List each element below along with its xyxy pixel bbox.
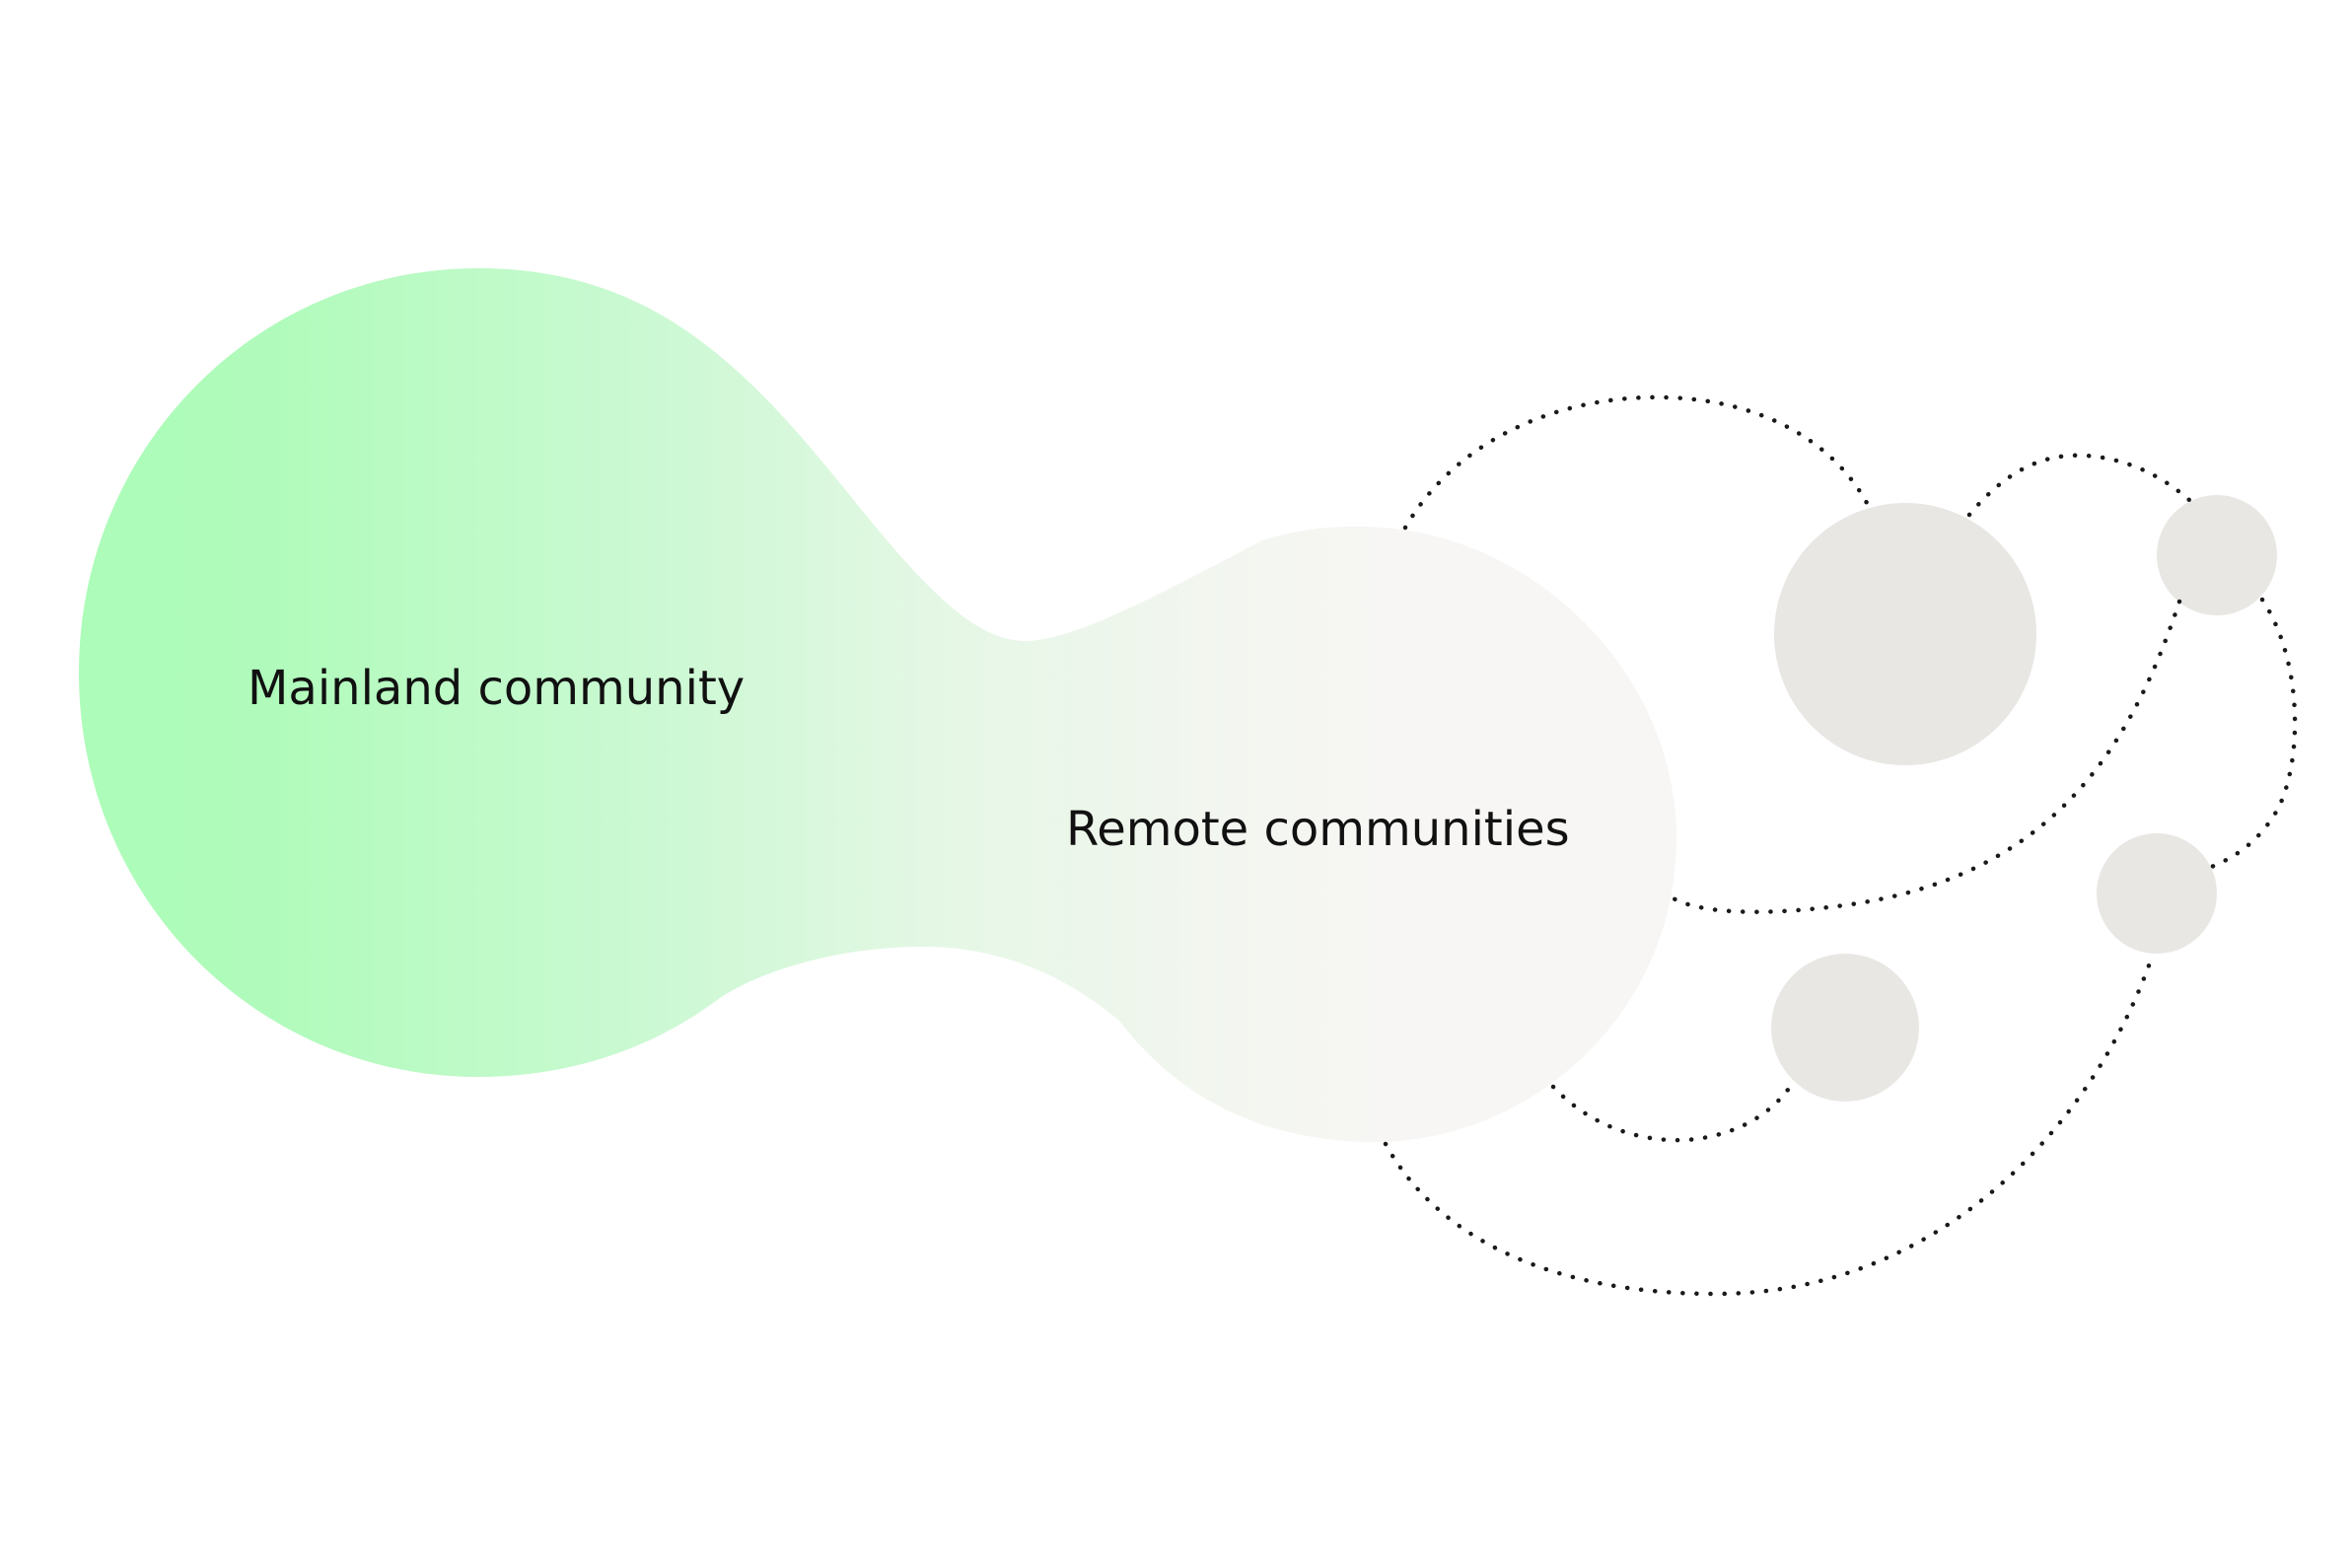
satellite-node-right	[2097, 833, 2217, 954]
remote-communities-label: Remote communities	[1066, 802, 1570, 857]
link-remote-to-large-satellite	[1402, 394, 1870, 531]
link-remote-to-lower-satellite	[1550, 1080, 1796, 1143]
community-blob	[79, 268, 1676, 1142]
satellite-node-large	[1774, 503, 2036, 765]
mainland-community-label: Mainland community	[248, 661, 745, 716]
link-remote-to-right-satellite	[1383, 952, 2156, 1297]
link-top-right-to-right-satellite	[2206, 597, 2298, 871]
satellite-node-top-right	[2157, 495, 2277, 615]
satellite-node-lower	[1771, 954, 1919, 1102]
link-large-to-top-right-satellite	[1966, 453, 2192, 518]
